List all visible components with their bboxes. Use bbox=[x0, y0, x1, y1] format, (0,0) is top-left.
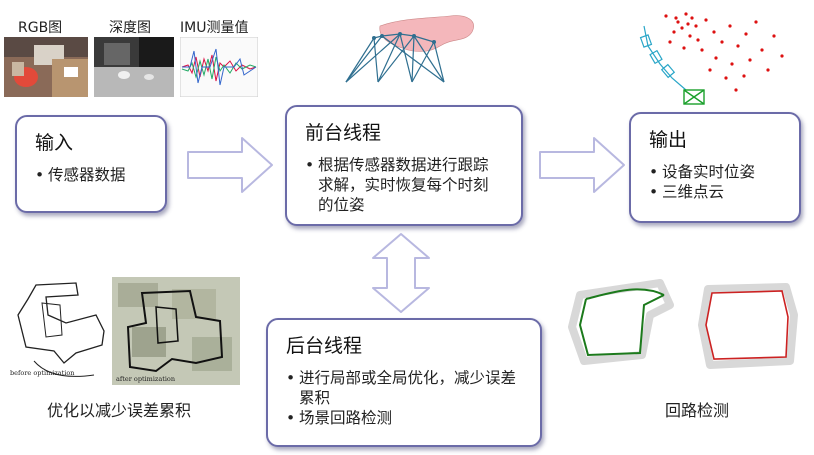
input-title: 输入 bbox=[35, 132, 74, 154]
before-optimization-label: before optimization bbox=[10, 369, 74, 377]
optimization-caption: 优化以减少误差累积 bbox=[47, 401, 192, 420]
after-optimization-label: after optimization bbox=[116, 375, 175, 383]
output-item: 三维点云 bbox=[649, 182, 781, 202]
rgb-image bbox=[4, 37, 88, 97]
depth-label: 深度图 bbox=[109, 20, 151, 36]
imu-chart-image bbox=[180, 37, 258, 97]
input-to-frontend-arrow bbox=[187, 137, 273, 193]
input-items: 传感器数据 bbox=[35, 165, 147, 185]
frontend-item: 根据传感器数据进行跟踪求解，实时恢复每个时刻的位姿 bbox=[305, 155, 503, 215]
before-optimization-image: before optimization bbox=[6, 275, 111, 385]
output-items: 设备实时位姿 三维点云 bbox=[649, 162, 781, 202]
input-box: 输入 传感器数据 bbox=[15, 115, 167, 213]
frontend-to-output-arrow bbox=[539, 137, 625, 193]
output-box: 输出 设备实时位姿 三维点云 bbox=[629, 112, 801, 223]
loop-before-image bbox=[560, 275, 680, 375]
rgb-label: RGB图 bbox=[18, 20, 63, 36]
backend-title: 后台线程 bbox=[286, 335, 363, 357]
output-title: 输出 bbox=[649, 129, 688, 151]
pose-graph-image bbox=[345, 15, 474, 83]
backend-box: 后台线程 进行局部或全局优化，减少误差累积 场景回路检测 bbox=[266, 318, 542, 447]
frontend-backend-double-arrow bbox=[372, 233, 430, 313]
loop-after-image bbox=[690, 275, 805, 375]
backend-item: 进行局部或全局优化，减少误差累积 bbox=[286, 368, 522, 408]
frontend-title: 前台线程 bbox=[305, 122, 382, 144]
point-cloud-image bbox=[639, 12, 784, 105]
backend-item: 场景回路检测 bbox=[286, 408, 522, 428]
loop-detection-caption: 回路检测 bbox=[665, 401, 730, 420]
after-optimization-image: after optimization bbox=[112, 277, 240, 385]
depth-image bbox=[94, 37, 174, 97]
backend-items: 进行局部或全局优化，减少误差累积 场景回路检测 bbox=[286, 368, 522, 428]
output-item: 设备实时位姿 bbox=[649, 162, 781, 182]
input-item: 传感器数据 bbox=[35, 165, 147, 185]
frontend-box: 前台线程 根据传感器数据进行跟踪求解，实时恢复每个时刻的位姿 bbox=[285, 105, 523, 226]
frontend-items: 根据传感器数据进行跟踪求解，实时恢复每个时刻的位姿 bbox=[305, 155, 503, 215]
imu-label: IMU测量值 bbox=[180, 20, 249, 36]
